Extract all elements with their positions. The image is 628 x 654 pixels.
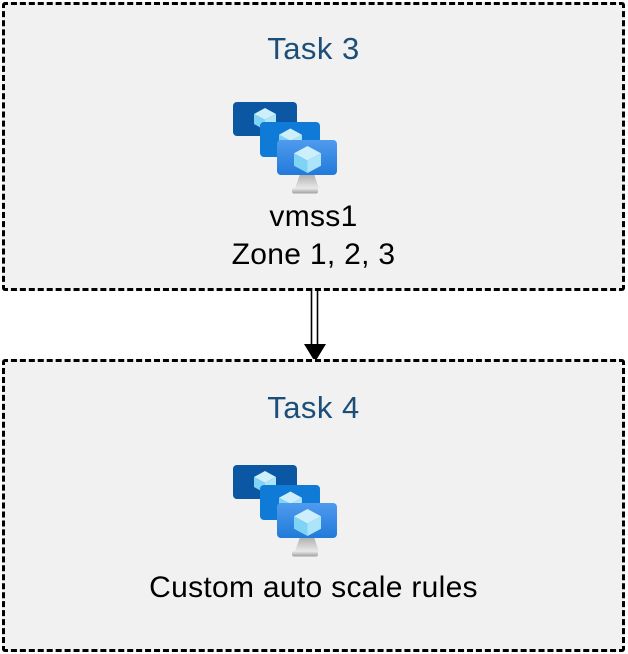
task3-caption: vmss1 Zone 1, 2, 3: [5, 198, 622, 274]
zones-label: Zone 1, 2, 3: [231, 238, 396, 271]
vmss-icon: [233, 463, 338, 559]
down-arrow-icon: [304, 288, 326, 362]
vmss-icon: [233, 100, 338, 196]
task3-title: Task 3: [267, 31, 360, 66]
task3-box: Task 3 vmss1 Zone 1, 2, 3: [2, 2, 625, 291]
task4-box: Task 4 Custom auto scale rules: [2, 359, 625, 652]
vmss-name-label: vmss1: [269, 200, 358, 233]
autoscale-rules-label: Custom auto scale rules: [149, 571, 478, 604]
down-arrow-connector: [304, 288, 326, 362]
task4-caption: Custom auto scale rules: [5, 569, 622, 607]
task4-title: Task 4: [267, 390, 360, 425]
